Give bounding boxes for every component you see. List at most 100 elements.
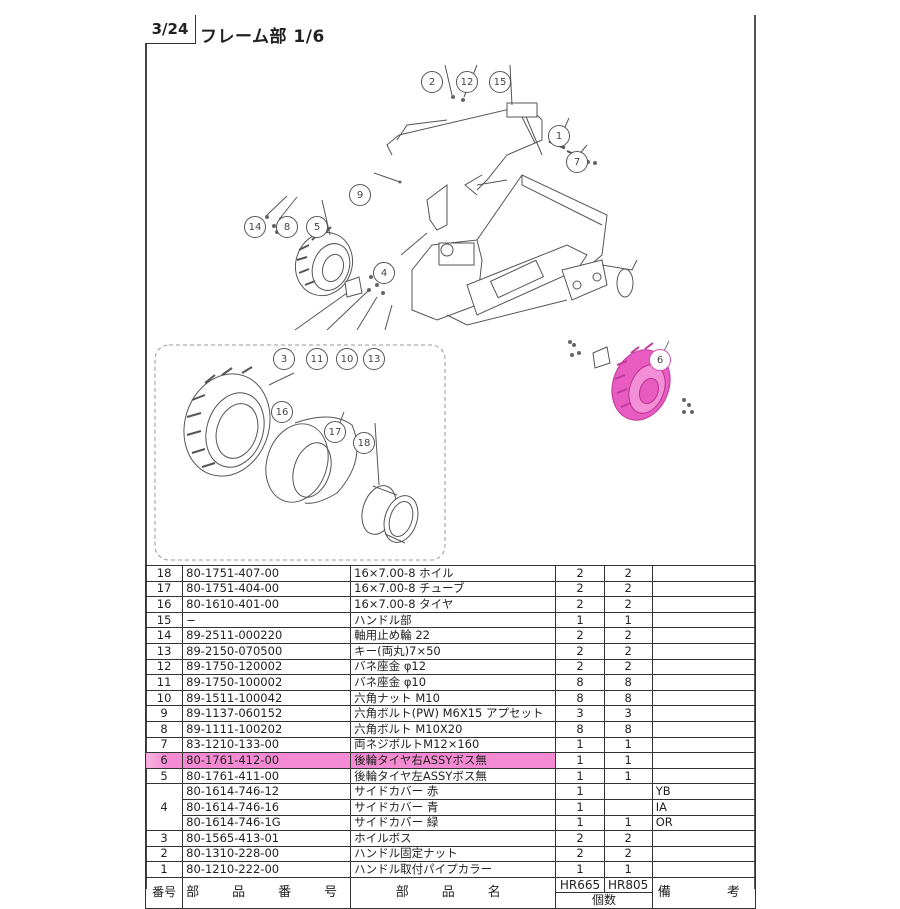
cell-part-no: 89-2150-070500	[182, 642, 352, 660]
cell-name: サイドカバー 赤	[350, 783, 557, 800]
cell-part-no: 80-1751-404-00	[182, 580, 352, 598]
cell-number: 3	[144, 830, 184, 847]
cell-part-no: 80-1751-407-00	[182, 565, 352, 582]
cell-name: ハンドル固定ナット	[350, 845, 557, 863]
page-number: 3/24	[151, 20, 189, 38]
cell-hr805	[603, 798, 653, 816]
cell-hr665: 1	[555, 767, 605, 785]
cell-number: 7	[144, 736, 184, 754]
cell-name: ホイルボス	[350, 830, 557, 847]
cell-hr805: 8	[603, 674, 653, 691]
cell-part-no: 89-1111-100202	[182, 720, 352, 738]
cell-hr665: 2	[555, 580, 605, 598]
header-remarks: 備 考	[651, 876, 757, 909]
cell-hr805: 2	[603, 580, 653, 598]
cell-remark	[651, 627, 757, 644]
header-part-name: 部 品 名	[350, 876, 557, 909]
cell-name: サイドカバー 緑	[350, 814, 557, 832]
cell-remark	[651, 736, 757, 754]
cell-remark	[651, 720, 757, 738]
cell-remark	[651, 845, 757, 863]
cell-part-no: 80-1614-746-12	[182, 783, 352, 800]
cell-name: 16×7.00-8 タイヤ	[350, 596, 557, 613]
cell-part-no: 89-1137-060152	[182, 705, 352, 722]
header-hr805: HR805	[603, 876, 653, 894]
cell-number: 12	[144, 658, 184, 676]
callout-2: 2	[421, 71, 443, 93]
cell-hr805: 8	[603, 720, 653, 738]
cell-hr665: 8	[555, 689, 605, 707]
cell-hr805: 2	[603, 596, 653, 613]
table-footer: 番号 部 品 番 号 部 品 名 HR665 HR805 備 考 個数	[144, 876, 757, 909]
cell-remark	[651, 689, 757, 707]
cell-remark	[651, 611, 757, 629]
cell-number: 11	[144, 674, 184, 691]
cell-part-no: 80-1614-746-1G	[182, 814, 352, 832]
cell-remark	[651, 596, 757, 613]
cell-hr805: 2	[603, 642, 653, 660]
cell-hr665: 1	[555, 814, 605, 832]
cell-name: 後輪タイヤ左ASSYボス無	[350, 767, 557, 785]
cell-name: ハンドル取付パイプカラー	[350, 861, 557, 878]
cell-hr805	[603, 783, 653, 800]
cell-hr665: 3	[555, 705, 605, 722]
cell-hr805: 2	[603, 845, 653, 863]
cell-hr805: 2	[603, 830, 653, 847]
cell-hr805: 3	[603, 705, 653, 722]
cell-number: 4	[144, 783, 184, 832]
cell-hr665: 1	[555, 752, 605, 769]
cell-remark	[651, 658, 757, 676]
cell-hr805: 2	[603, 658, 653, 676]
cell-hr805: 1	[603, 611, 653, 629]
cell-hr665: 1	[555, 611, 605, 629]
cell-name: キー(両丸)7×50	[350, 642, 557, 660]
cell-remark	[651, 674, 757, 691]
cell-remark	[651, 861, 757, 878]
cell-remark: OR	[651, 814, 757, 832]
cell-part-no: 89-2511-000220	[182, 627, 352, 644]
cell-hr665: 1	[555, 798, 605, 816]
cell-part-no: 80-1565-413-01	[182, 830, 352, 847]
cell-number: 8	[144, 720, 184, 738]
callout-15: 15	[489, 71, 511, 93]
header-hr665: HR665	[555, 876, 605, 894]
cell-hr665: 2	[555, 845, 605, 863]
callout-11: 11	[306, 348, 328, 370]
cell-hr665: 2	[555, 658, 605, 676]
cell-name: 後輪タイヤ右ASSYボス無	[350, 752, 557, 769]
cell-name: 16×7.00-8 チューブ	[350, 580, 557, 598]
cell-name: 六角ナット M10	[350, 689, 557, 707]
cell-number: 17	[144, 580, 184, 598]
cell-hr665: 1	[555, 861, 605, 878]
cell-hr665: 1	[555, 736, 605, 754]
cell-name: バネ座金 φ12	[350, 658, 557, 676]
cell-hr665: 2	[555, 642, 605, 660]
cell-number: 13	[144, 642, 184, 660]
cell-part-no: 89-1750-100002	[182, 674, 352, 691]
cell-number: 14	[144, 627, 184, 644]
cell-part-no: 89-1511-100042	[182, 689, 352, 707]
cell-name: 六角ボルト(PW) M6X15 アプセット	[350, 705, 557, 722]
cell-part-no: −	[182, 611, 352, 629]
cell-name: 軸用止め輪 22	[350, 627, 557, 644]
callout-7: 7	[566, 151, 588, 173]
cell-number: 18	[144, 565, 184, 582]
cell-name: 六角ボルト M10X20	[350, 720, 557, 738]
cell-remark	[651, 642, 757, 660]
cell-hr805: 2	[603, 565, 653, 582]
page-number-box: 3/24	[145, 15, 196, 44]
cell-number: 15	[144, 611, 184, 629]
